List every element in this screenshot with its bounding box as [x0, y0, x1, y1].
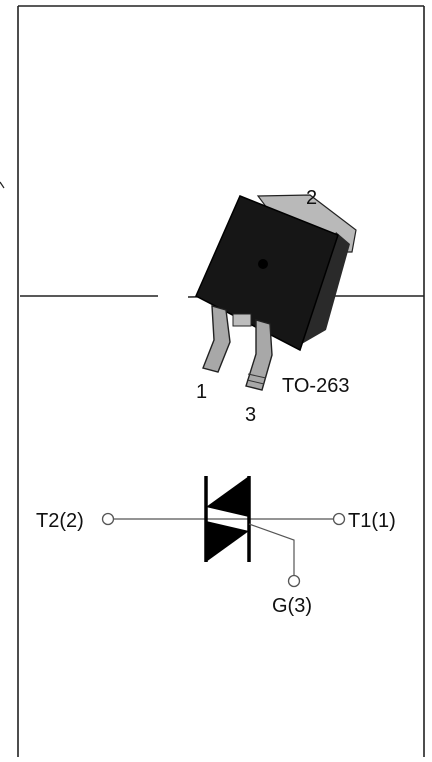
- pin-3-label: 3: [245, 404, 256, 426]
- package-name-label: TO-263: [282, 375, 349, 397]
- triac-triangle-lower: [206, 521, 249, 562]
- pin-1-label: 1: [196, 381, 207, 403]
- triac-triangle-upper: [206, 476, 249, 517]
- pin-2-label: 2: [306, 187, 317, 209]
- triac-symbol: [101, 476, 346, 588]
- figure-frame: [0, 5, 425, 757]
- package-dimple: [258, 259, 268, 269]
- gate-terminal-circle: [287, 574, 301, 588]
- package-center-stub: [232, 313, 252, 327]
- package-body: [195, 195, 339, 352]
- t1-terminal-circle: [332, 512, 346, 526]
- t2-label: T2(2): [36, 510, 84, 532]
- package-lead-1: [202, 305, 231, 373]
- to263-package: [195, 194, 357, 391]
- gate-label: G(3): [272, 595, 312, 617]
- package-lead-3: [245, 319, 273, 391]
- lead-3-foot: [246, 373, 267, 385]
- t1-label: T1(1): [348, 510, 396, 532]
- t2-terminal-circle: [101, 512, 115, 526]
- gate-wire: [248, 523, 295, 576]
